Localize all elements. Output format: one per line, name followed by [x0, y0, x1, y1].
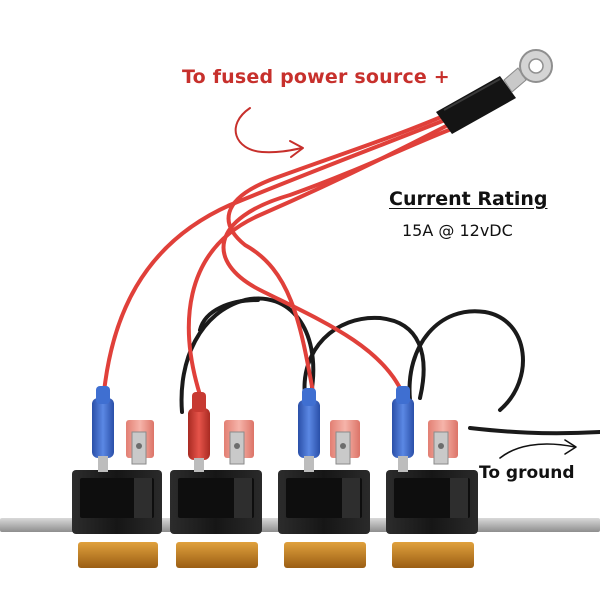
rocker-switch-1 [72, 386, 162, 568]
power-wire-1 [102, 116, 452, 394]
power-wire-4 [221, 126, 456, 394]
rocker-switch-3 [278, 388, 370, 568]
ground-label: To ground [479, 463, 575, 483]
ground-arrow [499, 443, 576, 459]
power-wire-3 [226, 112, 450, 394]
rocker-switch-4 [386, 386, 478, 568]
power-source-label: To fused power source + [182, 66, 450, 88]
ground-wires [179, 296, 600, 436]
power-arrow [234, 107, 303, 154]
heat-shrink-sleeve [436, 76, 516, 134]
annotation-arrows [234, 107, 577, 459]
ground-wire-out [468, 426, 600, 436]
ground-wire-3 [198, 298, 260, 332]
rocker-switch-2 [170, 392, 262, 568]
ground-wire-2 [302, 315, 426, 400]
current-rating-value: 15A @ 12vDC [402, 221, 513, 240]
ring-terminal-neck [503, 67, 527, 93]
current-rating-title: Current Rating [389, 188, 548, 210]
ring-terminal-assembly [436, 49, 553, 134]
power-wires [102, 112, 456, 397]
ground-wire-4 [407, 309, 525, 412]
